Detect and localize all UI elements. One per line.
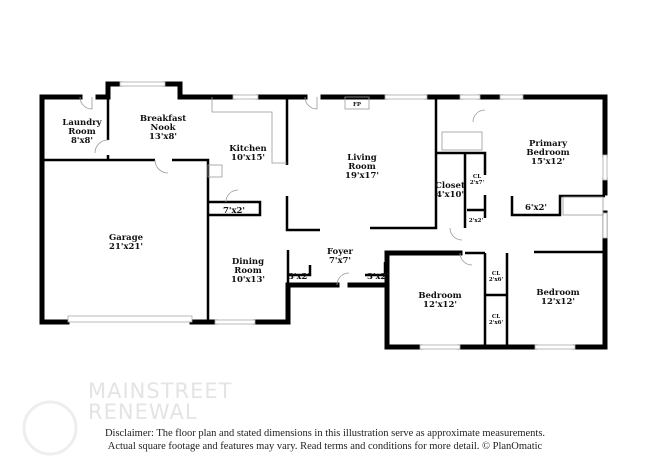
fireplace-label: FP xyxy=(353,102,361,108)
pantry-label: 7'x2' xyxy=(223,206,245,216)
logo-text: MAINSTREET xyxy=(88,379,233,403)
disclaimer-line-2: Actual square footage and features may v… xyxy=(107,441,543,452)
closet-2x2-label: 2'x2' xyxy=(469,218,484,224)
fixtures xyxy=(67,81,608,350)
foyer-closet-right-label: 3'x2' xyxy=(367,272,389,282)
garage-door xyxy=(67,315,193,323)
logo-mark xyxy=(22,400,78,456)
logo-subtext: RENEWAL xyxy=(88,400,198,424)
primary-closet-label: 6'x2' xyxy=(525,203,547,213)
foyer-closet-left-label: 3'x2' xyxy=(288,272,310,282)
walls xyxy=(39,81,608,350)
disclaimer-line-1: Disclaimer: The floor plan and stated di… xyxy=(104,428,546,439)
